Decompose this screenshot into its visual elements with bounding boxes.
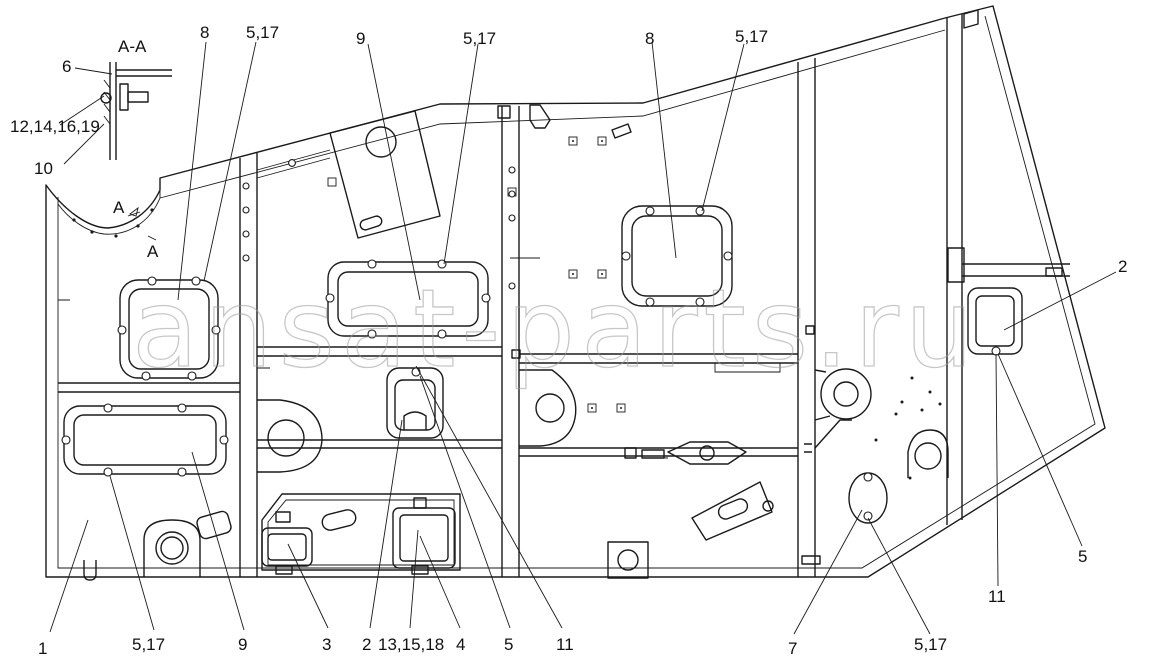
callout-4: 4 bbox=[456, 635, 465, 654]
callout-12-14-16-19: 12,14,16,19 bbox=[10, 117, 100, 136]
callout-9-top: 9 bbox=[356, 29, 365, 48]
callout-2-right: 2 bbox=[1118, 257, 1127, 276]
callout-7: 7 bbox=[788, 639, 797, 658]
section-title: A-A bbox=[118, 37, 147, 56]
callout-5-bottom: 5 bbox=[504, 635, 513, 654]
fitting-right bbox=[814, 368, 872, 421]
fitting-far-right bbox=[907, 429, 949, 478]
callout-5-17-top-center: 5,17 bbox=[463, 29, 496, 48]
fitting-center-left bbox=[257, 399, 323, 473]
callout-5-17-top-right: 5,17 bbox=[735, 27, 768, 46]
callout-3: 3 bbox=[322, 635, 331, 654]
callout-13-15-18: 13,15,18 bbox=[378, 635, 444, 654]
rivets bbox=[61, 159, 1001, 521]
lower-equipment-bay bbox=[261, 493, 461, 575]
section-mark-upper: A bbox=[113, 198, 125, 217]
right-dot-pattern bbox=[874, 376, 942, 480]
callout-5-17-top-left: 5,17 bbox=[246, 23, 279, 42]
callout-8-right: 8 bbox=[645, 29, 654, 48]
u-clip bbox=[83, 560, 97, 581]
callout-8-left: 8 bbox=[200, 23, 209, 42]
horizontal-stringers bbox=[58, 257, 1070, 457]
rib-marks bbox=[497, 105, 1063, 565]
section-aa-detail bbox=[100, 62, 172, 160]
section-markers bbox=[127, 206, 157, 241]
callout-6: 6 bbox=[62, 57, 71, 76]
callout-5-17-bottom-left: 5,17 bbox=[132, 635, 165, 654]
callout-11-right: 11 bbox=[988, 587, 1006, 606]
fitting-bottom-center bbox=[607, 541, 649, 579]
leader-lines bbox=[49, 41, 1117, 635]
watermark: ansat-parts.ru bbox=[132, 267, 979, 392]
callout-5-17-bottom-right: 5,17 bbox=[914, 635, 947, 654]
small-oblique-plate bbox=[196, 510, 232, 540]
section-mark-lower: A bbox=[147, 242, 159, 261]
fitting-left-bottom bbox=[143, 519, 201, 577]
callout-2-bottom: 2 bbox=[362, 635, 371, 654]
hatch-left-lower bbox=[63, 405, 227, 475]
callout-10: 10 bbox=[34, 159, 53, 178]
callout-1: 1 bbox=[38, 639, 47, 658]
callout-9-bottom: 9 bbox=[238, 635, 247, 654]
callout-5-right: 5 bbox=[1078, 547, 1087, 566]
arc-cutout bbox=[72, 208, 154, 238]
callout-labels: 6 12,14,16,19 10 8 5,17 9 5,17 8 5,17 2 … bbox=[10, 23, 1127, 658]
angled-strap bbox=[691, 481, 774, 541]
upper-doublers bbox=[159, 29, 946, 239]
callout-11-bottom: 11 bbox=[556, 635, 574, 654]
shaft-mount bbox=[642, 441, 798, 465]
fitting-center bbox=[519, 369, 577, 447]
